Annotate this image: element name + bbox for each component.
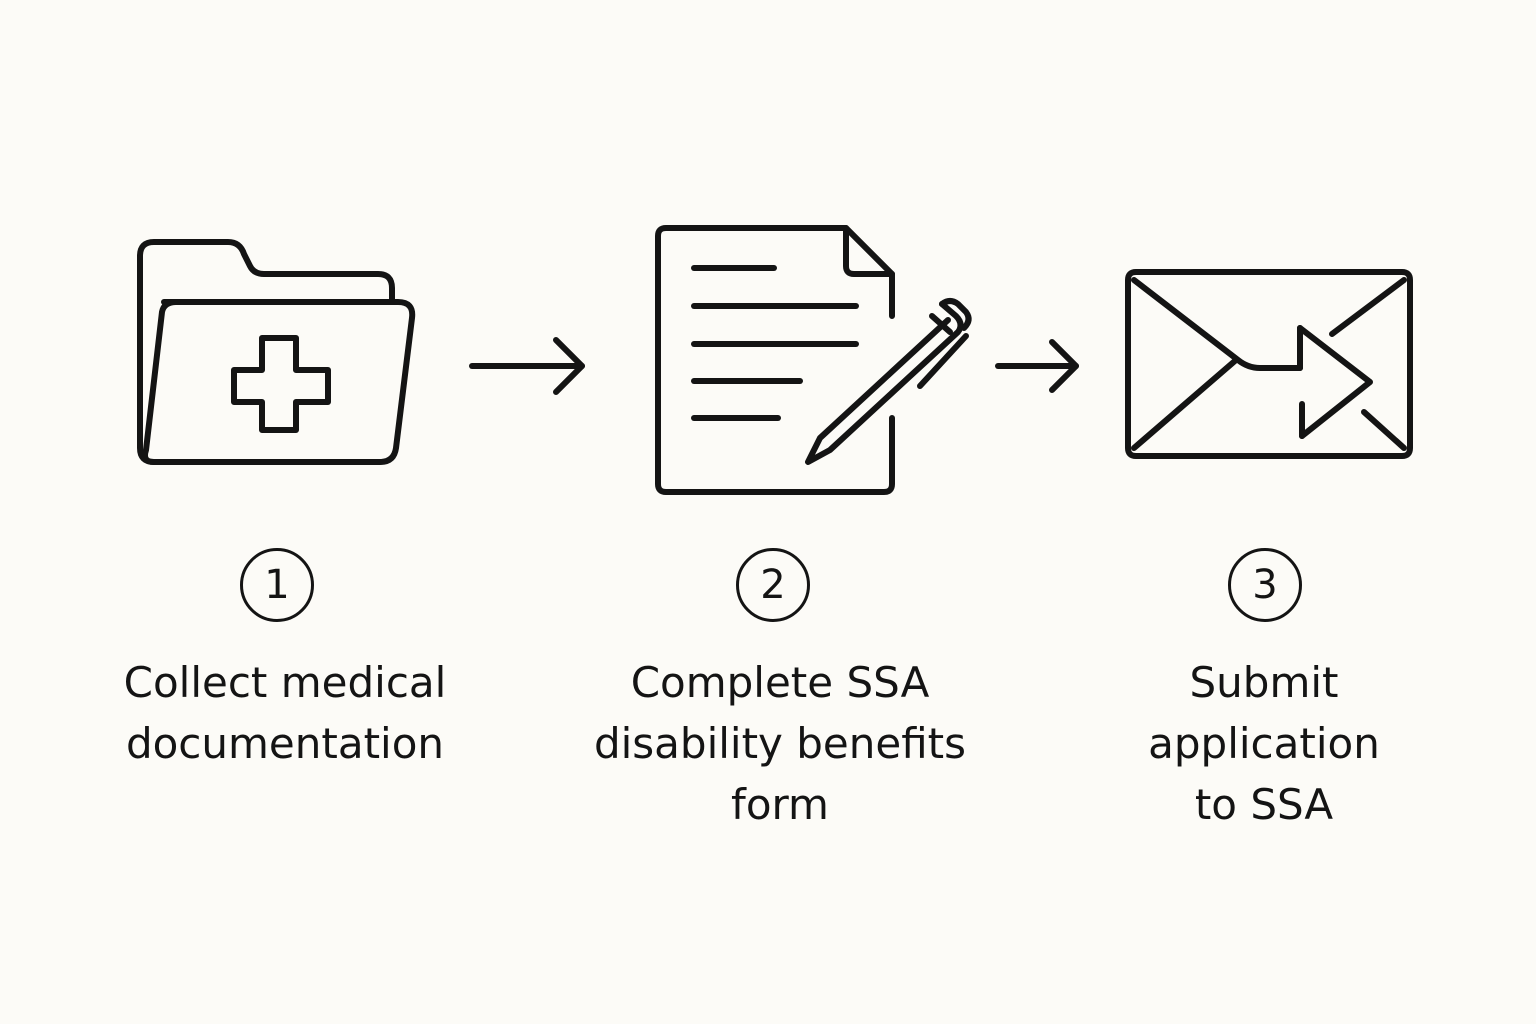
right-arrow-icon <box>995 339 1079 393</box>
step-3-number-badge: 3 <box>1228 548 1302 622</box>
step-2-label-line: disability benefits <box>593 719 967 768</box>
step-2-label-line: form <box>731 780 829 829</box>
medical-folder-icon <box>137 239 416 465</box>
step-1-label-line: documentation <box>125 719 445 768</box>
step-3-label-line: application <box>1148 719 1380 768</box>
step-3-label-line: to SSA <box>1194 780 1334 829</box>
step-2-label-line: Complete SSA <box>630 658 930 707</box>
step-1-number-badge: 1 <box>240 548 314 622</box>
step-1-label: Collect medical documentation <box>100 652 470 774</box>
step-3-label-line: Submit <box>1189 658 1339 707</box>
step-1-label-line: Collect medical <box>123 658 447 707</box>
envelope-send-icon <box>1125 269 1413 459</box>
step-2-label: Complete SSA disability benefits form <box>580 652 980 835</box>
step-2-number-badge: 2 <box>736 548 810 622</box>
right-arrow-icon <box>469 337 585 395</box>
document-with-pen-icon <box>655 225 972 495</box>
step-3-label: Submit application to SSA <box>1104 652 1424 835</box>
